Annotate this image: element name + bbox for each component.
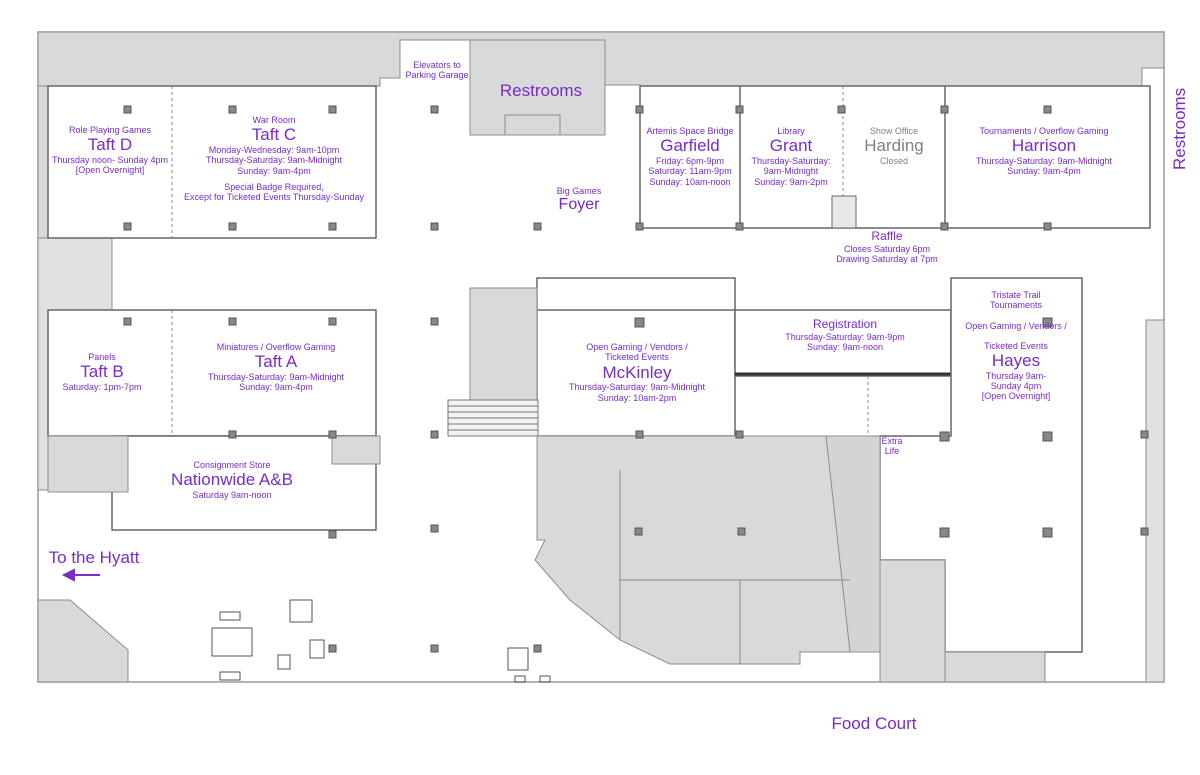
- food-court-wall: [944, 651, 1046, 683]
- restrooms-right-label: Restrooms: [1170, 87, 1189, 170]
- raffle-booth: [831, 195, 857, 229]
- south-right-wall: [879, 559, 946, 683]
- to-hyatt-arrow: [61, 568, 100, 582]
- to-hyatt-label: To the Hyatt: [48, 548, 140, 567]
- taft-dc-room: [47, 85, 377, 239]
- right-wall-strip: [1145, 319, 1165, 683]
- restrooms-top-label: Restrooms: [499, 81, 583, 100]
- taft-ba-room: [47, 309, 377, 437]
- columns: [123, 105, 1149, 653]
- nationwide-wall-right: [331, 435, 381, 465]
- restroom-block: [469, 39, 606, 136]
- furniture: [211, 599, 551, 683]
- nationwide-wall-left: [47, 435, 129, 493]
- nationwide-room: [111, 435, 377, 531]
- food-court-label: Food Court: [831, 714, 917, 733]
- stairs: [447, 399, 539, 437]
- southwest-structure: [37, 599, 129, 683]
- north-rooms: [639, 85, 1151, 229]
- service-corridor: [469, 287, 538, 401]
- mckinley-label: Open Gaming / Vendors /Ticketed Events M…: [568, 342, 706, 403]
- registration-room: [734, 309, 952, 377]
